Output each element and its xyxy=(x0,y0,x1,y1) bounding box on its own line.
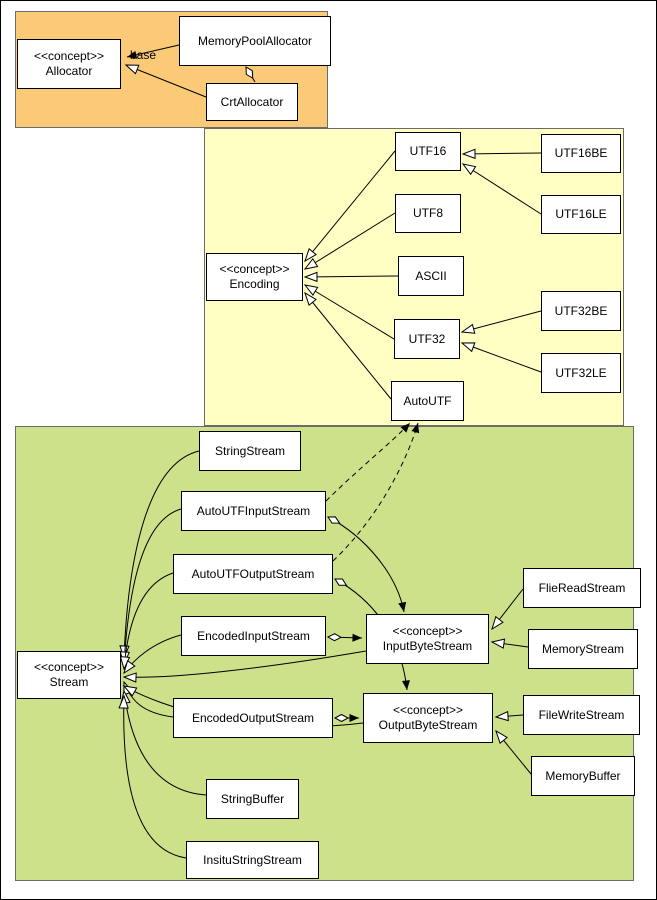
stereotype-label: <<concept>> xyxy=(219,262,290,276)
edge-utf32-encoding xyxy=(303,284,395,340)
node-utf32: UTF32 xyxy=(394,319,460,359)
node-label: UTF8 xyxy=(413,206,443,220)
node-stream-concept: <<concept>> Stream xyxy=(17,651,121,699)
node-encoded-input-stream: EncodedInputStream xyxy=(181,616,326,656)
node-label: MemoryPoolAllocator xyxy=(197,33,313,48)
node-autoutf-input-stream: AutoUTFInputStream xyxy=(181,491,326,531)
edge-autoutf-encoding xyxy=(304,291,392,400)
node-label: StringBuffer xyxy=(220,791,285,806)
node-label: MemoryStream xyxy=(541,641,624,656)
node-memory-buffer: MemoryBuffer xyxy=(531,756,635,796)
node-memory-pool-allocator: MemoryPoolAllocator xyxy=(179,16,331,66)
edge-autoutfinputstream-autoutf xyxy=(325,422,411,502)
node-file-write-stream: FileWriteStream xyxy=(523,695,640,735)
node-label: UTF16LE xyxy=(555,207,607,221)
node-label: EncodedOutputStream xyxy=(191,710,315,725)
node-allocator-concept: <<concept>> Allocator xyxy=(17,39,121,89)
node-utf16be: UTF16BE xyxy=(541,134,621,173)
node-label: Stream xyxy=(49,675,89,689)
node-utf16: UTF16 xyxy=(395,132,461,171)
edge-utf32be-utf32 xyxy=(460,310,542,334)
node-label: EncodedInputStream xyxy=(197,628,310,643)
edge-stringbuffer-stream xyxy=(120,689,207,796)
edge-utf16-encoding xyxy=(304,150,396,263)
node-encoded-output-stream: EncodedOutputStream xyxy=(173,698,333,738)
node-label: UTF32BE xyxy=(554,303,608,318)
node-label: AutoUTFOutputStream xyxy=(191,566,315,581)
edge-stringstream-stream xyxy=(119,450,200,660)
edge-encodedoutputstream-stream xyxy=(123,680,174,718)
edge-autoutfoutputstream-autoutf xyxy=(332,422,420,562)
edge-utf8-encoding xyxy=(303,212,396,270)
edge-autoutfoutputstream-stream xyxy=(119,572,174,671)
stereotype-label: <<concept>> xyxy=(392,703,464,717)
node-autoutf: AutoUTF xyxy=(391,381,464,421)
stereotype-label: <<concept>> xyxy=(33,660,105,674)
edge-ascii-encoding xyxy=(303,271,399,283)
edge-memorybuffer-outputbytestream xyxy=(495,729,532,775)
node-label: UTF16 xyxy=(409,144,447,158)
edge-inputbytestream-stream xyxy=(122,650,367,683)
edge-encodedinputstream-stream xyxy=(123,634,182,675)
node-memory-stream: MemoryStream xyxy=(528,629,638,669)
edge-fliereadstream-inputbytestream xyxy=(491,588,524,631)
node-autoutf-output-stream: AutoUTFOutputStream xyxy=(173,554,333,594)
edge-insitustringstream-stream xyxy=(118,694,187,859)
edge-utf32le-utf32 xyxy=(460,342,542,373)
node-label: UTF16BE xyxy=(554,146,608,160)
node-label: FlieReadStream xyxy=(538,580,626,595)
edge-encodedinputstream-inputbytestream xyxy=(326,633,363,642)
node-utf32be: UTF32BE xyxy=(541,291,621,331)
node-label: Encoding xyxy=(229,277,280,291)
node-input-byte-stream-concept: <<concept>> InputByteStream xyxy=(366,614,489,664)
node-label: UTF32 xyxy=(408,331,446,346)
node-label: CrtAllocator xyxy=(220,94,284,109)
node-label: Allocator xyxy=(45,64,93,78)
node-label: UTF32LE xyxy=(555,365,607,380)
edge-utf16be-utf16 xyxy=(461,148,542,160)
node-utf8: UTF8 xyxy=(395,194,461,233)
node-utf32le: UTF32LE xyxy=(541,353,621,393)
node-label: InsituStringStream xyxy=(203,852,302,867)
edge-memorypoolallocator-base-allocator xyxy=(126,44,180,59)
node-insitu-string-stream: InsituStringStream xyxy=(186,841,319,879)
node-label: ASCII xyxy=(415,268,447,283)
edge-label-base: base xyxy=(130,48,157,62)
edge-crtallocator-allocator xyxy=(124,64,207,98)
edge-utf16le-utf16 xyxy=(461,163,542,215)
node-flie-read-stream: FlieReadStream xyxy=(523,568,641,608)
node-crt-allocator: CrtAllocator xyxy=(206,83,298,121)
node-string-buffer: StringBuffer xyxy=(206,779,299,819)
node-ascii: ASCII xyxy=(398,256,464,296)
node-string-stream: StringStream xyxy=(199,431,301,471)
node-label: OutputByteStream xyxy=(378,718,478,732)
stereotype-label: <<concept>> xyxy=(392,624,463,638)
node-output-byte-stream-concept: <<concept>> OutputByteStream xyxy=(363,693,493,743)
node-label: FileWriteStream xyxy=(538,707,625,722)
edge-memorypoolallocator-crtallocator xyxy=(245,66,256,83)
node-label: AutoUTFInputStream xyxy=(196,503,311,518)
edge-autoutfinputstream-stream xyxy=(119,508,182,666)
node-label: MemoryBuffer xyxy=(545,768,621,783)
node-encoding-concept: <<concept>> Encoding xyxy=(206,253,303,301)
node-label: AutoUTF xyxy=(403,393,452,408)
node-utf16le: UTF16LE xyxy=(541,195,621,234)
node-label: StringStream xyxy=(214,443,286,458)
stereotype-label: <<concept>> xyxy=(33,49,105,63)
edge-autoutfinputstream-inputbytestream xyxy=(327,516,407,613)
edge-filewritestream-outputbytestream xyxy=(494,710,524,722)
edge-memorystream-inputbytestream xyxy=(490,638,529,649)
node-label: InputByteStream xyxy=(382,639,473,653)
